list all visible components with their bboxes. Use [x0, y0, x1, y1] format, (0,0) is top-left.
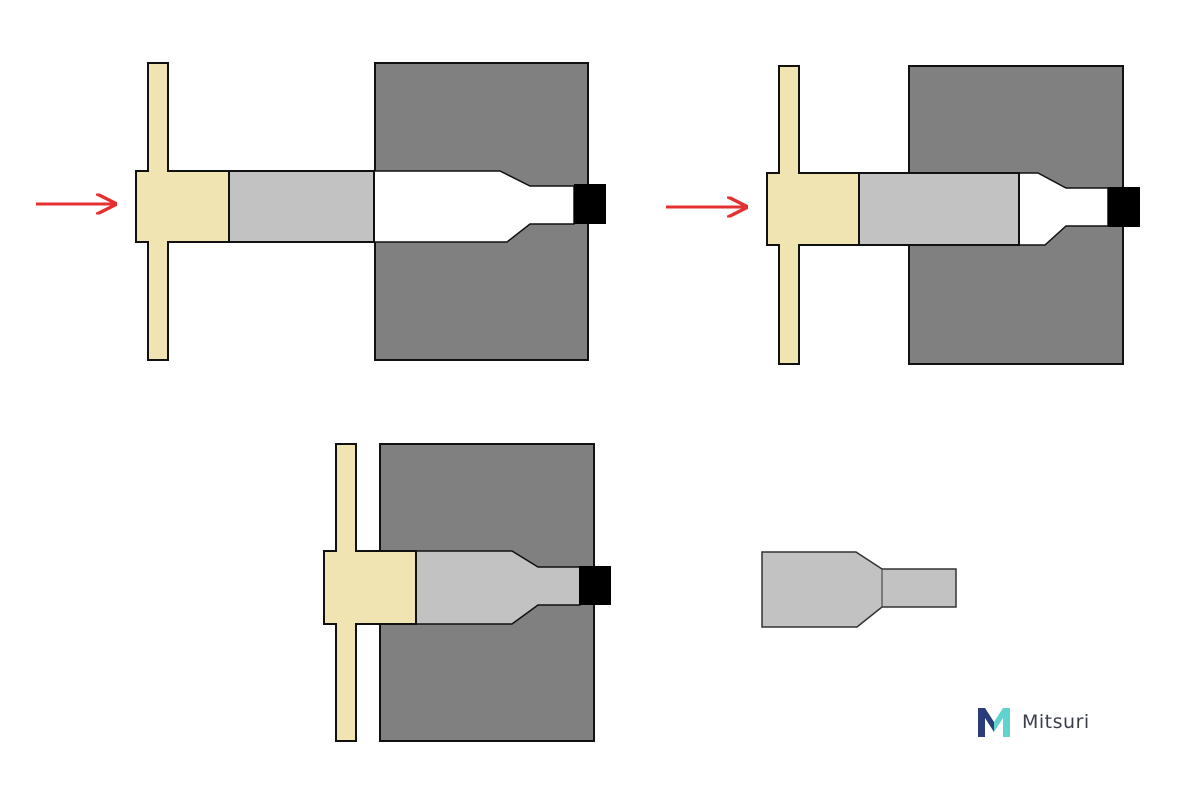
mitsuri-m-logo-icon	[978, 708, 1010, 737]
extruded-part	[761, 551, 957, 628]
punch	[766, 65, 860, 365]
brand-logo: Mitsuri	[976, 704, 1090, 740]
stage-3	[323, 443, 611, 742]
brand-name: Mitsuri	[1022, 711, 1090, 733]
stage-4	[761, 551, 957, 628]
stage-1	[36, 62, 606, 361]
stopper-block	[579, 566, 611, 605]
stage-2	[666, 65, 1140, 365]
stopper-block	[574, 184, 606, 224]
billet	[228, 170, 375, 243]
billet	[858, 172, 1020, 246]
punch	[323, 443, 417, 742]
punch	[135, 62, 230, 361]
stopper-block	[1108, 187, 1140, 227]
